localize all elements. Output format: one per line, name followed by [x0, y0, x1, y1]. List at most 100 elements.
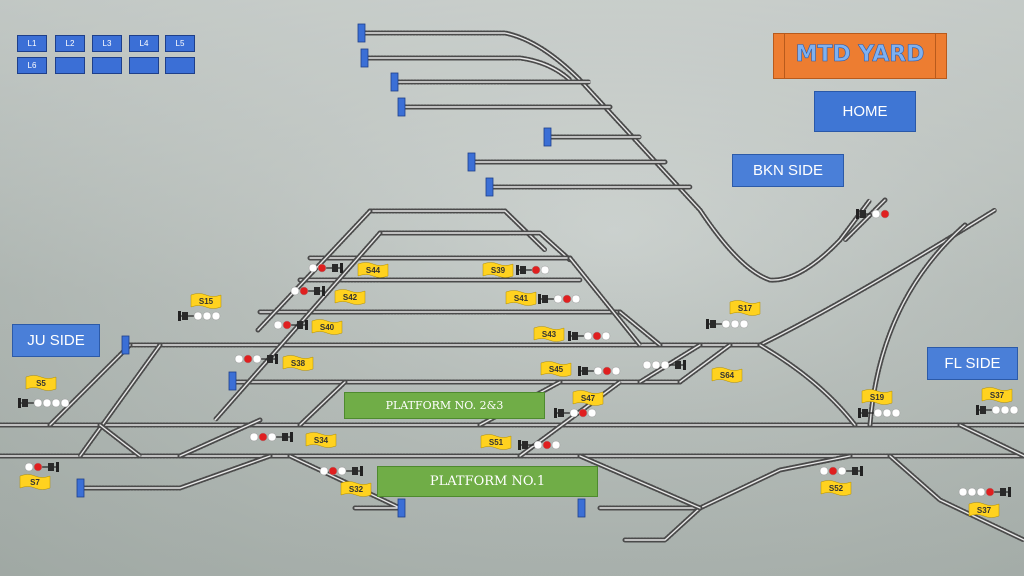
buffer-stop	[360, 48, 369, 68]
signal-flag[interactable]: S34	[305, 432, 337, 448]
bkn-side-button[interactable]: BKN SIDE	[732, 154, 844, 187]
signal-label: S45	[549, 365, 564, 374]
line-button-l4[interactable]: L4	[129, 35, 159, 52]
signal-label: S40	[320, 323, 335, 332]
buffer-stop	[357, 23, 366, 43]
signal-flag[interactable]: S15	[190, 293, 222, 309]
signal-flag[interactable]: S37	[968, 502, 1000, 518]
signal-post[interactable]	[234, 354, 278, 364]
signal-flag[interactable]: S39	[482, 262, 514, 278]
signal-flag[interactable]: S19	[861, 389, 893, 405]
signal-flag[interactable]: S42	[334, 289, 366, 305]
signal-label: S51	[489, 438, 504, 447]
signal-flag[interactable]: S7	[19, 474, 51, 490]
track-rail	[49, 344, 131, 426]
ju-side-button[interactable]: JU SIDE	[12, 324, 100, 357]
signal-label: S41	[514, 294, 529, 303]
signal-post[interactable]	[642, 360, 686, 370]
yard-title: MTD YARD	[795, 42, 925, 68]
buffer-stop	[397, 97, 406, 117]
buffer-stop	[467, 152, 476, 172]
line-button-l1[interactable]: L1	[17, 35, 47, 52]
signal-flag[interactable]: S17	[729, 300, 761, 316]
signal-flag[interactable]: S5	[25, 375, 57, 391]
line-button-empty-2[interactable]	[92, 57, 122, 74]
track-rail	[679, 344, 731, 383]
signal-post[interactable]	[538, 294, 581, 304]
signal-label: S39	[491, 266, 506, 275]
line-button-empty-4[interactable]	[165, 57, 195, 74]
track-rail	[379, 232, 571, 261]
signal-post[interactable]	[568, 331, 611, 341]
signal-post[interactable]	[308, 263, 343, 273]
signal-flag[interactable]: S40	[311, 319, 343, 335]
signal-flag[interactable]: S37	[981, 387, 1013, 403]
signal-label: S42	[343, 293, 358, 302]
buffer-stop	[397, 498, 406, 518]
signal-post[interactable]	[856, 209, 890, 219]
track-rail	[99, 424, 141, 457]
signal-flag[interactable]: S41	[505, 290, 537, 306]
signal-post[interactable]	[578, 366, 621, 376]
signal-post[interactable]	[24, 462, 59, 472]
signal-post[interactable]	[290, 286, 325, 296]
line-button-l2[interactable]: L2	[55, 35, 85, 52]
track-segment	[757, 342, 858, 428]
track-rail	[959, 424, 1024, 457]
line-button-l6[interactable]: L6	[17, 57, 47, 74]
signal-label: S34	[314, 436, 329, 445]
signal-label: S44	[366, 266, 381, 275]
signal-flag[interactable]: S38	[282, 355, 314, 371]
track-rail	[619, 311, 661, 346]
signal-post[interactable]	[178, 311, 221, 321]
line-button-empty-1[interactable]	[55, 57, 85, 74]
signal-post[interactable]	[319, 466, 363, 476]
signal-flag[interactable]: S52	[820, 480, 852, 496]
signal-label: S47	[581, 394, 596, 403]
track-segment	[77, 453, 273, 491]
track-rail	[759, 344, 856, 426]
buffer-stop	[121, 335, 130, 355]
signal-label: S15	[199, 297, 214, 306]
signal-flag[interactable]: S44	[357, 262, 389, 278]
signal-flag[interactable]: S32	[340, 481, 372, 497]
buffer-stop	[390, 72, 399, 92]
signal-post[interactable]	[858, 408, 901, 418]
track-rail	[569, 257, 641, 346]
signal-label: S37	[977, 506, 992, 515]
track-rail	[364, 57, 571, 81]
track-rail	[369, 210, 546, 251]
signal-label: S32	[349, 485, 364, 494]
track-rail	[299, 381, 346, 426]
signal-flag[interactable]: S47	[572, 390, 604, 406]
track-rail	[361, 32, 871, 281]
signal-post[interactable]	[554, 408, 597, 418]
signal-post[interactable]	[518, 440, 561, 450]
signal-post[interactable]	[18, 398, 70, 408]
signal-flag[interactable]: S64	[711, 367, 743, 383]
signal-post[interactable]	[958, 487, 1011, 497]
signal-post[interactable]	[249, 432, 293, 442]
signal-flag[interactable]: S43	[533, 326, 565, 342]
line-button-empty-3[interactable]	[129, 57, 159, 74]
signal-post[interactable]	[273, 320, 308, 330]
signal-label: S7	[30, 478, 40, 487]
buffer-stop	[485, 177, 494, 197]
track-rail	[624, 507, 701, 541]
buffer-stop	[228, 371, 237, 391]
home-button[interactable]: HOME	[814, 91, 916, 132]
fl-side-button[interactable]: FL SIDE	[927, 347, 1018, 380]
signal-post[interactable]	[516, 265, 550, 275]
signal-post[interactable]	[976, 405, 1019, 415]
platform-2-3: PLATFORM NO. 2&3	[344, 392, 545, 419]
line-button-l5[interactable]: L5	[165, 35, 195, 52]
signal-flag[interactable]: S45	[540, 361, 572, 377]
signal-flag[interactable]: S51	[480, 434, 512, 450]
signal-post[interactable]	[819, 466, 863, 476]
track-rail	[599, 455, 851, 509]
signal-label: S37	[990, 391, 1005, 400]
signal-post[interactable]	[706, 319, 749, 329]
buffer-stop	[76, 478, 85, 498]
track-rail	[79, 455, 271, 489]
line-button-l3[interactable]: L3	[92, 35, 122, 52]
